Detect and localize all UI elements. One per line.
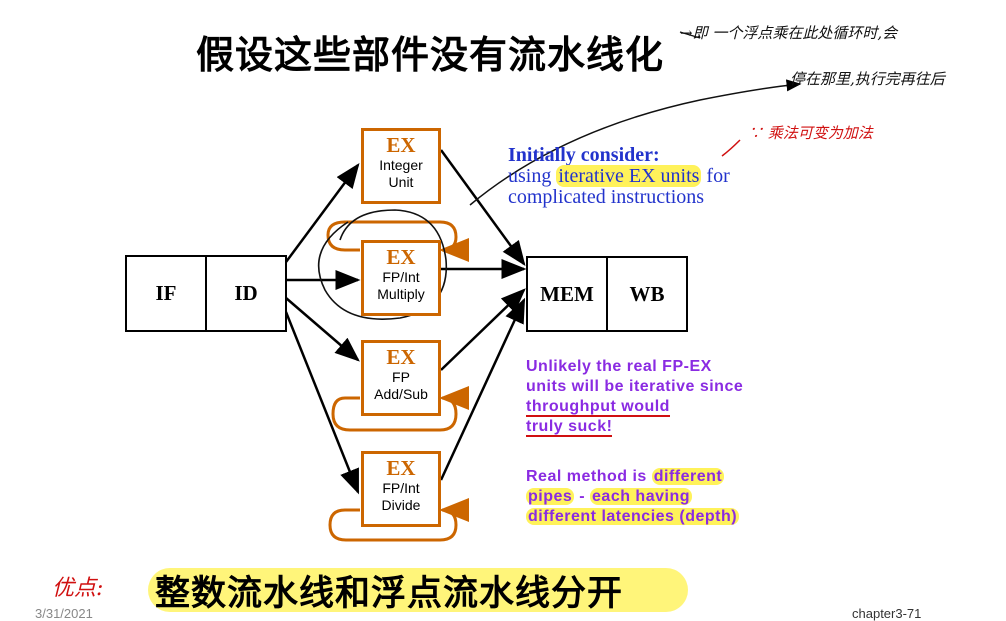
blue-note-line2-post: for (701, 165, 730, 187)
stage-mem: MEM (526, 256, 608, 332)
ex-unit-multiply: EX FP/Int Multiply (361, 240, 441, 316)
hand-red-stroke (721, 139, 741, 157)
arrow-divide-mem (439, 297, 526, 481)
purple-note-1-line1: Unlikely the real FP-EX (526, 358, 712, 375)
unit-name-line1: FP (392, 369, 410, 385)
arrow-id-addsub (285, 297, 360, 362)
purple-note-1-line3: throughput would (526, 398, 670, 417)
unit-name-line1: FP/Int (382, 480, 420, 496)
purple-note-2-line3: different latencies (depth) (526, 508, 740, 525)
ex-label: EX (386, 245, 416, 269)
stage-id: ID (205, 255, 287, 332)
unit-name-line2: Unit (388, 174, 414, 190)
arrow-addsub-mem (440, 288, 526, 371)
ex-unit-integer: EX Integer Unit (361, 128, 441, 204)
ex-label: EX (386, 456, 416, 480)
stage-wb: WB (606, 256, 688, 332)
purple-note-1-line4: truly suck! (526, 418, 613, 437)
hand-curve (469, 79, 802, 206)
loop-divide (328, 498, 470, 542)
stage-if: IF (125, 255, 207, 332)
purple-note-1-line2: units will be iterative since (526, 378, 744, 395)
purple-note-2: Real method is different pipes - each ha… (526, 467, 740, 527)
unit-name-line2: Multiply (377, 286, 425, 302)
bottom-title-highlight (148, 568, 688, 612)
purple-note-2-highlight-1: different (651, 468, 725, 485)
purple-note-2-dash: - (574, 488, 591, 505)
handwriting-left-red: 优点: (52, 576, 104, 601)
ex-label: EX (386, 133, 416, 157)
arrow-id-integer (284, 162, 360, 263)
arrow-id-divide (284, 311, 360, 495)
footer-date: 3/31/2021 (35, 606, 93, 621)
ex-label: EX (386, 345, 416, 369)
blue-note: Initially consider: using iterative EX u… (508, 145, 730, 208)
bottom-title: 整数流水线和浮点流水线分开 (155, 574, 624, 614)
blue-note-line3: complicated instructions (508, 186, 705, 208)
slide-title: 假设这些部件没有流水线化 (196, 33, 665, 77)
unit-name-line1: Integer (379, 157, 423, 173)
unit-name-line2: Add/Sub (374, 386, 428, 402)
purple-note-2-line1-pre: Real method is (526, 468, 652, 485)
ex-unit-divide: EX FP/Int Divide (361, 451, 441, 527)
hand-stroke (679, 31, 701, 39)
unit-name-line1: FP/Int (382, 269, 420, 285)
blue-note-line2-pre: using (508, 165, 557, 187)
footer-page: chapter3-71 (852, 606, 922, 621)
arrow-integer-mem (439, 149, 526, 267)
loop-multiply (326, 220, 470, 262)
purple-note-1: Unlikely the real FP-EX units will be it… (526, 357, 743, 437)
purple-note-2-highlight-3: each having (590, 488, 692, 505)
loop-addsub (331, 386, 470, 432)
handwriting-red-note: ∵ 乘法可变为加法 (748, 124, 873, 142)
blue-note-line2: using iterative EX units for (508, 165, 730, 187)
handwriting-top-right-1: →即 一个浮点乘在此处循环时,会 (680, 24, 898, 42)
ex-unit-addsub: EX FP Add/Sub (361, 340, 441, 416)
purple-note-2-highlight-2: pipes (526, 488, 575, 505)
blue-note-line1: Initially consider: (508, 144, 660, 166)
handwriting-top-right-2: 停在那里,执行完再往后 (790, 70, 945, 88)
blue-note-highlight: iterative EX units (556, 165, 702, 187)
unit-name-line2: Divide (381, 497, 421, 513)
